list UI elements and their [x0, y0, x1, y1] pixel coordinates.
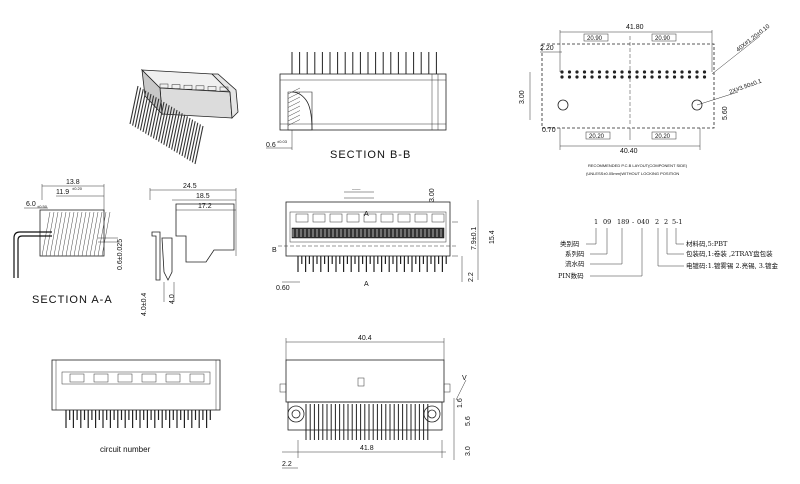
dim-aa-inner-tol: ±0.20: [72, 186, 83, 191]
dim-pcb-bottom-total: 40.40: [620, 148, 638, 155]
btv-label-v: V: [462, 375, 467, 382]
dim-side-pin: 4.0: [169, 294, 176, 304]
pcb-caption-2: (UNLESS±0.05mm)WITHOUT LOCKING POSITION: [586, 171, 679, 176]
dim-side-circle: 4.0±0.4: [141, 293, 148, 316]
front-label-a-top: A: [364, 211, 369, 218]
dim-front-pitch: 0.60: [276, 285, 290, 292]
pcb-note-holes: 40X#1.20±0.10: [736, 23, 772, 53]
connector-3d-view: [129, 68, 239, 165]
dim-pcb-total: 41.80: [626, 24, 644, 31]
dim-thickness-tol: ±0.03: [277, 139, 288, 144]
pn-seg2: 09: [603, 218, 611, 226]
pn-seg7: 5-1: [672, 218, 682, 226]
front-view: ─── B A A 0.60 3.00 7.9±0.1 15.4 2.2: [272, 187, 496, 292]
front-label-a-bottom: A: [364, 281, 369, 288]
dim-aa-inner: 11.9: [56, 189, 69, 196]
pn-label-pins: PIN数码: [558, 271, 584, 280]
side-view: 24.5 18.5 17.2 4.0 4.0±0.4: [141, 183, 237, 316]
dim-btv-r3: 3.0: [465, 446, 472, 456]
dim-btv-r2: 5.6: [465, 416, 472, 426]
svg-text:───: ───: [351, 187, 361, 192]
pn-label-category: 类别码: [560, 239, 580, 248]
pn-label-material: 材料码,5:PBT: [686, 239, 728, 248]
dim-pcb-bottom-right: 20.20: [655, 134, 671, 140]
dim-aa-height: 0.6±0.025: [117, 239, 124, 270]
dim-front-height: 15.4: [489, 230, 496, 244]
dim-btv-bottom: 41.8: [360, 445, 374, 452]
bottom-top-view: 40.4 V 41.8 2.2 1.6 5.6 3.0: [279, 335, 472, 469]
section-bb-title: SECTION B-B: [330, 149, 411, 161]
dim-side-mid: 18.5: [196, 193, 210, 200]
circuit-number-caption: circuit number: [100, 445, 151, 454]
pn-seg3: 189: [617, 218, 629, 226]
dim-aa-left-tol: ±0.50: [37, 204, 48, 209]
dim-thickness: 0.6: [266, 142, 276, 149]
dim-btv-left: 2.2: [282, 461, 292, 468]
dim-side-inner: 17.2: [198, 203, 212, 210]
dim-pcb-bottom-offset: 0.70: [542, 127, 556, 134]
dim-pcb-bottom-left: 20.20: [589, 134, 605, 140]
section-aa-view: 13.8 11.9 ±0.20 6.0 ±0.50 0.6±0.025 SECT…: [13, 179, 124, 306]
dim-pcb-half-right: 20.90: [655, 36, 671, 42]
dim-aa-left: 6.0: [26, 201, 36, 208]
pcb-caption-1: RECOMMENDED P.C.B LAYOUT(COMPONENT SIDE): [588, 163, 688, 168]
part-number-breakdown: 1 09 189 - 040 2 2 5-1 类别码 系列码 流水码 PIN数码…: [558, 218, 778, 280]
pn-label-serial: 流水码: [565, 259, 585, 268]
dim-pcb-height: 3.00: [519, 90, 526, 104]
bottom-front-view: circuit number: [51, 359, 221, 454]
dim-btv-r1: 1.6: [457, 398, 464, 408]
pcb-layout-view: 41.80 20.90 20.90 2.20 3.00 0.70 20.20 2…: [519, 23, 772, 176]
dim-btv-top: 40.4: [358, 335, 372, 342]
section-aa-title: SECTION A-A: [32, 294, 113, 306]
dim-pcb-half-left: 20.90: [587, 36, 603, 42]
front-label-b: B: [272, 247, 277, 254]
pcb-note-holes2: 2X#3.50±0.1: [729, 78, 764, 95]
pn-label-series: 系列码: [565, 249, 585, 258]
dim-front-mid: 7.9±0.1: [471, 227, 478, 250]
dim-pcb-right-height: 5.60: [722, 106, 729, 120]
pn-seg1: 1: [594, 218, 598, 226]
dim-front-top: 3.00: [429, 188, 436, 202]
pn-label-packing: 包装码,1:卷装 ,2TRAY盘包装: [686, 249, 773, 258]
dim-aa-width: 13.8: [66, 179, 80, 186]
pn-seg4: 040: [637, 218, 649, 226]
pn-seg5: 2: [655, 218, 659, 226]
dim-front-bottom: 2.2: [468, 272, 475, 282]
svg-text:-: -: [632, 218, 634, 226]
pn-label-plating: 电镀码:1.镀雾锡 2.亮锡, 3.镀金: [686, 261, 778, 270]
section-bb-view: 0.6 ±0.03 SECTION B-B: [266, 52, 447, 161]
pn-seg6: 2: [664, 218, 668, 226]
dim-side-total: 24.5: [183, 183, 197, 190]
dim-pcb-left-offset: 2.20: [540, 45, 554, 52]
